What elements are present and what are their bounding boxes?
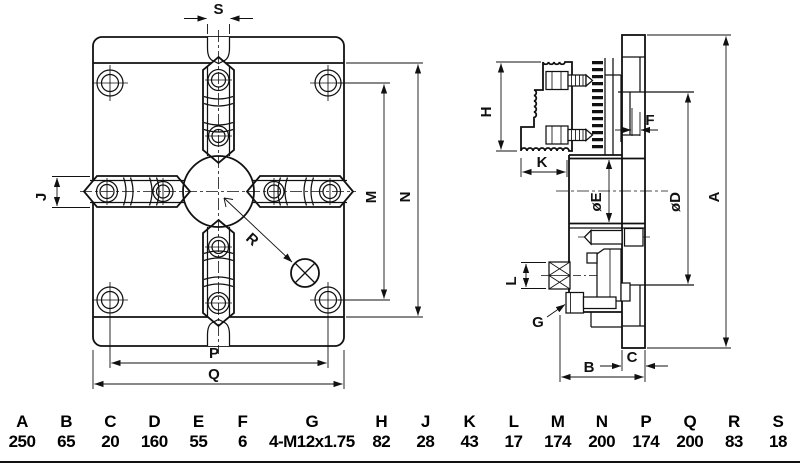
col-header: B	[60, 412, 72, 431]
pinion	[548, 261, 571, 290]
col-header: S	[772, 412, 784, 431]
dim-label-L: L	[503, 276, 520, 285]
jaw-screws	[95, 68, 342, 315]
dim-label-E: øE	[588, 192, 605, 211]
dim-label-K: K	[537, 154, 548, 171]
screw-wedge	[586, 248, 631, 302]
col-value: 83	[724, 432, 743, 451]
col-value: 17	[504, 432, 523, 451]
dim-label-S: S	[213, 1, 223, 18]
col-value: 6	[237, 432, 247, 451]
dim-label-Q: Q	[208, 366, 220, 383]
operating-mechanism	[541, 227, 650, 314]
dim-label-D: øD	[667, 192, 684, 212]
dim-A: A	[647, 34, 731, 349]
locking-pin	[590, 229, 623, 245]
col-value: 43	[460, 432, 479, 451]
col-value: 200	[676, 432, 704, 451]
col-value: 4-M12x1.75	[268, 432, 355, 451]
dim-N: N	[346, 62, 423, 318]
col-header: D	[148, 412, 161, 431]
dim-label-C: C	[627, 349, 638, 366]
dim-label-A: A	[706, 191, 723, 202]
dim-S: S	[184, 1, 253, 34]
dim-label-H: H	[478, 107, 495, 118]
dim-F: F	[615, 108, 658, 136]
col-header: R	[728, 412, 740, 431]
dim-label-F: F	[645, 112, 654, 129]
col-header: F	[237, 412, 248, 431]
side-view: H K F L G øE	[478, 34, 731, 382]
top-jaw-side	[520, 58, 640, 155]
dim-label-B: B	[584, 359, 595, 376]
col-value: 65	[57, 432, 76, 451]
col-value: 28	[416, 432, 435, 451]
top-edge-slot	[206, 37, 231, 65]
dim-label-M: M	[363, 191, 380, 204]
back-flange	[621, 34, 646, 349]
col-value: 20	[101, 432, 120, 451]
dim-C: C	[600, 349, 668, 371]
dim-Q: Q	[92, 350, 345, 389]
col-header: P	[640, 412, 652, 431]
col-header: N	[595, 412, 608, 431]
col-value: 160	[140, 432, 168, 451]
col-header: A	[16, 412, 28, 431]
dim-label-N: N	[397, 192, 414, 203]
dim-E: øE	[588, 159, 613, 223]
col-header: E	[192, 412, 204, 431]
col-header: J	[420, 412, 430, 431]
col-value: 55	[189, 432, 208, 451]
col-value: 174	[544, 432, 572, 451]
front-view: R S J M N P	[33, 1, 423, 389]
col-header: M	[550, 412, 565, 431]
dim-H: H	[478, 61, 541, 152]
col-header: H	[375, 412, 388, 431]
col-header: K	[463, 412, 476, 431]
jaw-mounting-screws-side	[545, 70, 594, 145]
col-value: 200	[588, 432, 616, 451]
dim-D: øD	[667, 93, 692, 284]
mounting-bolt-G	[565, 291, 617, 314]
dim-B: B	[559, 315, 646, 382]
col-value: 174	[632, 432, 660, 451]
col-header: L	[508, 412, 519, 431]
dim-label-J: J	[33, 193, 50, 201]
dim-P: P	[109, 316, 329, 368]
col-value: 250	[8, 432, 36, 451]
callout-G: G	[532, 304, 566, 331]
dim-K: K	[520, 154, 568, 177]
dim-label-P: P	[209, 345, 219, 362]
dim-L: L	[503, 262, 546, 289]
col-header: C	[104, 412, 117, 431]
dim-M: M	[338, 82, 390, 301]
col-header: Q	[683, 412, 697, 431]
col-value: 82	[372, 432, 391, 451]
dim-J: J	[33, 176, 90, 208]
dim-label-G: G	[532, 314, 544, 331]
center-bore	[182, 155, 255, 228]
col-value: 18	[769, 432, 787, 451]
col-header: G	[305, 412, 319, 431]
